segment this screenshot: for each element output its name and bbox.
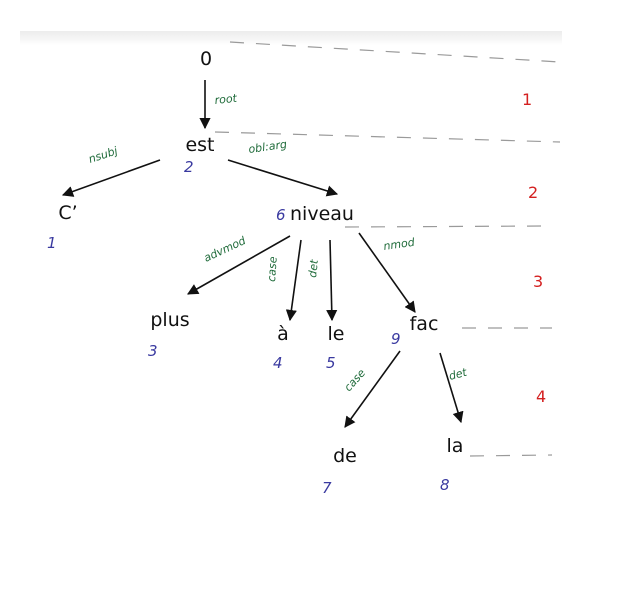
level-guide-lines	[214, 41, 561, 457]
level-guide-line	[229, 41, 561, 63]
dependency-arcs: root nsubj obl:arg advmod case det nmod case det	[61, 80, 469, 428]
word-node: niveau	[290, 203, 354, 225]
level-number: 2	[528, 183, 538, 202]
level-guide-line	[469, 454, 553, 457]
relation-label: det	[447, 365, 468, 382]
word-node: de	[333, 445, 357, 467]
token-index: 5	[326, 354, 336, 372]
word-node: 0	[200, 48, 212, 70]
dependency-arrow	[358, 232, 416, 313]
level-number: 4	[536, 387, 546, 406]
dependency-arrow	[285, 239, 302, 322]
relation-label: root	[214, 92, 238, 107]
level-numbers: 1 2 3 4	[522, 90, 546, 406]
word-node: plus	[150, 309, 189, 331]
token-index: 6	[276, 206, 286, 224]
word-node: le	[328, 323, 345, 345]
relation-label: case	[265, 256, 280, 282]
dependency-arrow	[439, 352, 464, 424]
token-index: 2	[184, 158, 194, 176]
token-index: 8	[440, 476, 450, 494]
level-guide-line	[214, 131, 561, 143]
relation-label: nsubj	[87, 144, 120, 166]
dependency-arrow	[227, 159, 339, 197]
word-node: C’	[58, 202, 77, 224]
relation-label: obl:arg	[248, 138, 288, 156]
relation-label: det	[306, 258, 321, 278]
dependency-arrow	[326, 239, 338, 322]
token-index: 4	[273, 354, 283, 372]
token-index: 7	[322, 479, 332, 497]
dependency-arrow	[187, 235, 291, 295]
dependency-arrow	[61, 159, 161, 197]
token-index: 1	[47, 234, 57, 252]
level-number: 1	[522, 90, 532, 109]
relation-label: nmod	[383, 236, 417, 253]
word-node: est	[185, 134, 214, 156]
level-number: 3	[533, 272, 543, 291]
token-index: 3	[148, 342, 158, 360]
token-index: 9	[391, 330, 401, 348]
word-node: fac	[410, 313, 439, 335]
word-node: à	[277, 323, 289, 345]
relation-label: case	[342, 366, 369, 394]
relation-label: advmod	[202, 234, 249, 265]
dependency-arrow	[344, 350, 401, 428]
word-node: la	[447, 435, 464, 457]
level-guide-line	[344, 225, 546, 228]
top-shadow-band	[20, 31, 562, 45]
